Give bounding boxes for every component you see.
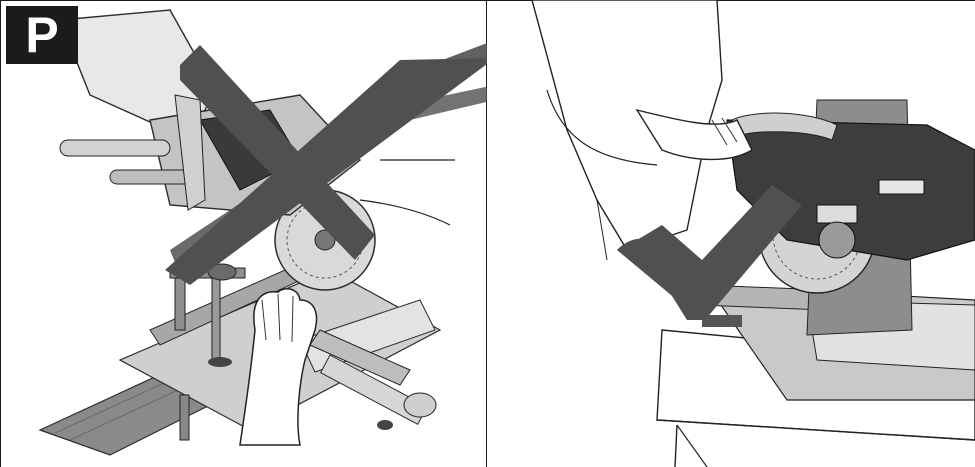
panel-correct-usage xyxy=(487,0,975,467)
figure-label: P xyxy=(6,6,78,64)
saw-wrong-illustration xyxy=(0,0,487,467)
panel-wrong-usage: P xyxy=(0,0,487,467)
saw-correct-illustration xyxy=(487,0,975,467)
